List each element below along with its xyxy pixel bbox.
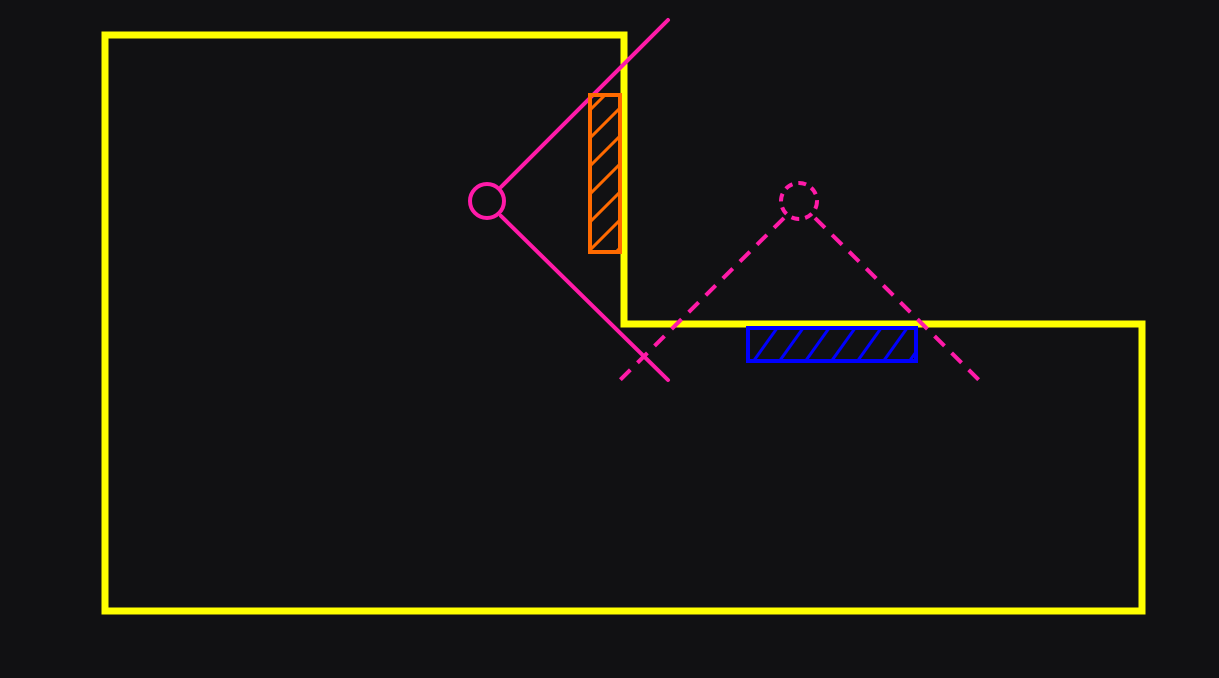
dashed-circle-icon: [779, 181, 819, 221]
circle-icon: [468, 182, 506, 220]
wall-segment: [588, 93, 622, 254]
dashed-ray-right: [813, 216, 982, 383]
dashed-ray-left: [617, 216, 786, 383]
room-outline: [101, 31, 1146, 615]
dashed-vertex-group: [617, 181, 982, 383]
solid-vertex-group: [468, 18, 670, 382]
solid-ray-lower: [499, 214, 670, 382]
solid-ray-upper: [499, 18, 670, 189]
floor-segment: [746, 326, 918, 363]
